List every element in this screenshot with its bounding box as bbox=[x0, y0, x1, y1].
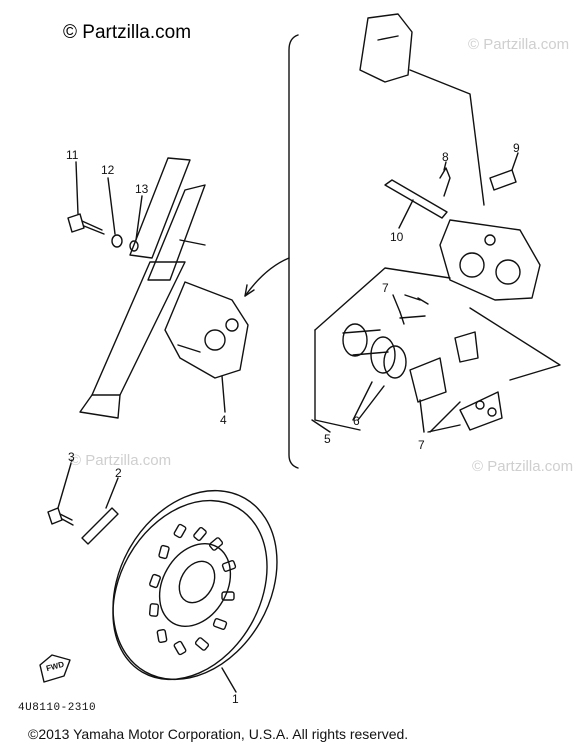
pin-bolt-10 bbox=[384, 179, 448, 219]
piston-assembly bbox=[342, 323, 447, 403]
callout-13: 13 bbox=[135, 182, 149, 196]
caliper-body bbox=[439, 219, 541, 301]
brake-pads-7 bbox=[454, 331, 503, 431]
exploded-view-bracket bbox=[288, 34, 299, 469]
callout-3: 3 bbox=[68, 450, 75, 464]
callout-9: 9 bbox=[513, 141, 520, 155]
callout-1: 1 bbox=[232, 692, 239, 706]
callout-7-lower: 7 bbox=[418, 438, 425, 452]
callout-7-upper: 7 bbox=[382, 281, 389, 295]
callout-6: 6 bbox=[353, 414, 360, 428]
pad-pin-7 bbox=[399, 297, 429, 325]
caliper-assembly-4 bbox=[164, 281, 249, 379]
bleed-screw-9 bbox=[489, 169, 517, 191]
callout-5: 5 bbox=[324, 432, 331, 446]
bolt-11 bbox=[67, 213, 105, 235]
partzilla-watermark-faint-left: © Partzilla.com bbox=[70, 452, 172, 469]
cotter-pin-8 bbox=[439, 167, 451, 197]
diagram-code: 4U8110-2310 bbox=[18, 702, 97, 714]
fwd-arrow bbox=[39, 654, 71, 683]
partzilla-watermark-faint-top: © Partzilla.com bbox=[468, 36, 570, 53]
partzilla-watermark-faint-right: © Partzilla.com bbox=[472, 458, 574, 475]
callout-2: 2 bbox=[115, 466, 122, 480]
brake-disc-1 bbox=[112, 489, 278, 681]
partzilla-watermark: © Partzilla.com bbox=[63, 22, 192, 43]
lock-washer-2 bbox=[81, 507, 119, 545]
front-fork-leg bbox=[79, 157, 206, 419]
callout-8: 8 bbox=[442, 150, 449, 164]
callout-12: 12 bbox=[101, 163, 115, 177]
copyright-notice: ©2013 Yamaha Motor Corporation, U.S.A. A… bbox=[28, 726, 409, 742]
callout-11: 11 bbox=[66, 148, 79, 162]
caliper-bracket bbox=[359, 13, 413, 83]
pointer-arrow bbox=[244, 257, 290, 297]
callout-10: 10 bbox=[390, 230, 404, 244]
washer-13 bbox=[129, 240, 139, 252]
callout-4: 4 bbox=[220, 413, 227, 427]
washer-12 bbox=[111, 234, 123, 248]
disc-bolt-3 bbox=[47, 507, 74, 526]
